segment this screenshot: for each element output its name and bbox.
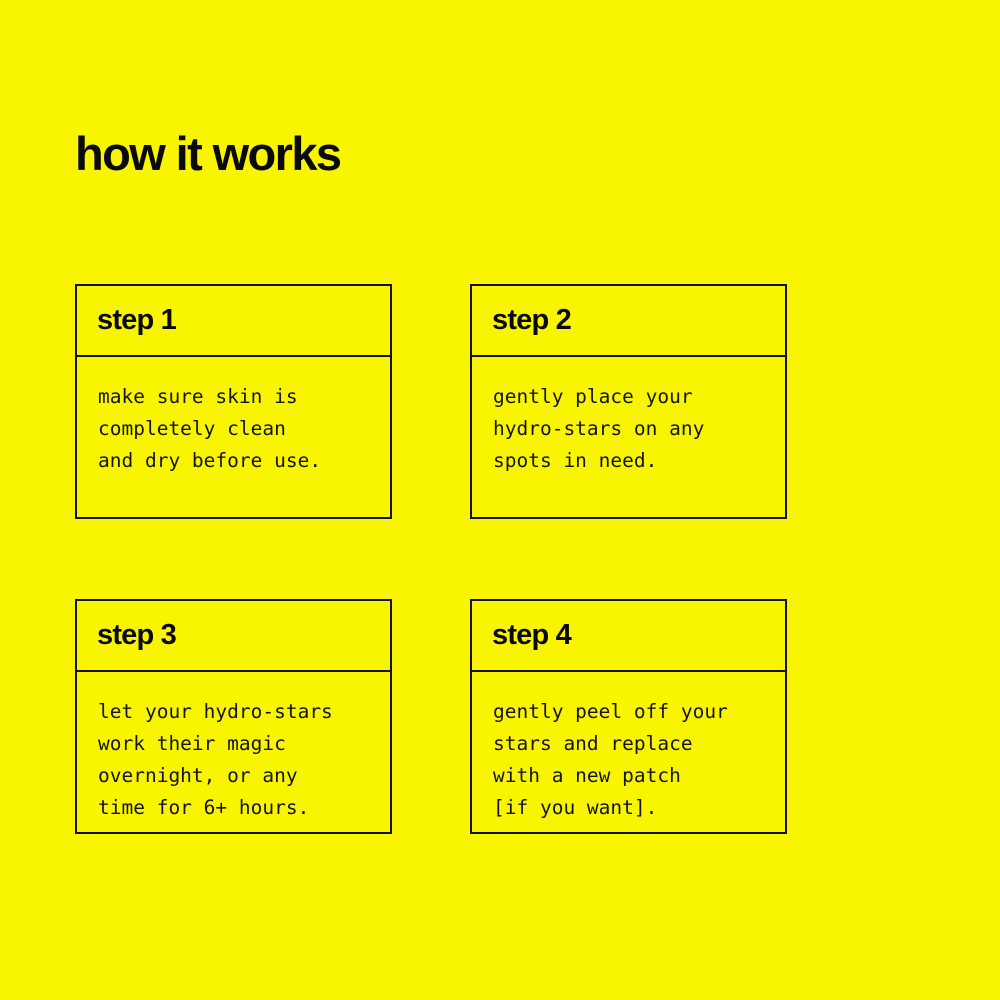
step-card-3-body: let your hydro-stars work their magic ov… [77, 672, 390, 832]
step-card-4-title: step 4 [492, 619, 572, 651]
step-card-3: step 3 let your hydro-stars work their m… [75, 599, 392, 834]
step-card-1-body: make sure skin is completely clean and d… [77, 357, 390, 517]
step-card-4-text: gently peel off your stars and replace w… [493, 700, 728, 819]
step-card-4-header: step 4 [472, 601, 785, 672]
page-title: how it works [75, 127, 342, 181]
step-card-3-title: step 3 [97, 619, 177, 651]
step-card-4: step 4 gently peel off your stars and re… [470, 599, 787, 834]
steps-grid: step 1 make sure skin is completely clea… [75, 284, 787, 834]
step-card-3-text: let your hydro-stars work their magic ov… [98, 700, 333, 819]
step-card-4-body: gently peel off your stars and replace w… [472, 672, 785, 832]
step-card-1: step 1 make sure skin is completely clea… [75, 284, 392, 519]
step-card-2-header: step 2 [472, 286, 785, 357]
step-card-2-text: gently place your hydro-stars on any spo… [493, 385, 705, 472]
step-card-2: step 2 gently place your hydro-stars on … [470, 284, 787, 519]
step-card-1-header: step 1 [77, 286, 390, 357]
step-card-1-text: make sure skin is completely clean and d… [98, 385, 322, 472]
step-card-1-title: step 1 [97, 304, 177, 336]
step-card-2-title: step 2 [492, 304, 572, 336]
step-card-3-header: step 3 [77, 601, 390, 672]
step-card-2-body: gently place your hydro-stars on any spo… [472, 357, 785, 517]
